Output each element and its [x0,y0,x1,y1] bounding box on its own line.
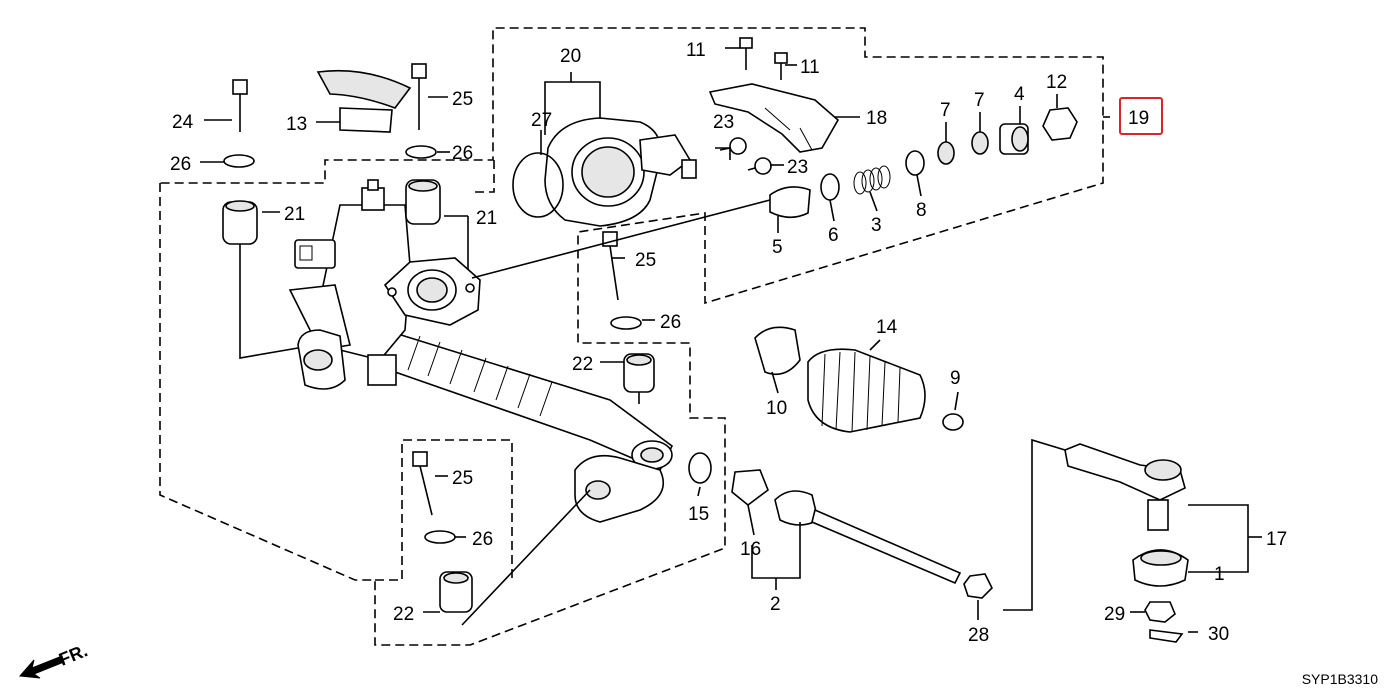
part-20-valve-housing [544,117,697,227]
part-6-o-ring [820,173,840,201]
label-12: 12 [1046,72,1067,93]
label-13: 13 [286,114,307,135]
label-19-highlight-box [1119,97,1163,135]
label-23-a: 23 [713,112,734,133]
label-22-b: 22 [393,604,414,625]
part-25-bolt-c [412,451,433,516]
part-10-boot-band [754,326,801,376]
label-7-a: 7 [940,100,951,121]
part-16-lock-washer [731,469,769,507]
label-4: 4 [1014,84,1025,105]
label-29: 29 [1104,604,1125,625]
label-28: 28 [968,625,989,646]
part-26-washer-a [223,154,255,168]
label-16: 16 [740,539,761,560]
part-7-seal-a [937,141,955,165]
part-12-lock-nut [1042,107,1078,141]
part-29-castle-nut [1144,601,1176,623]
front-direction-arrow-icon: FR. [18,640,90,679]
part-30-cotter-pin [1149,629,1184,643]
label-26-d: 26 [472,529,493,550]
part-28-nut [963,573,993,599]
diagram-reference-code: SYP1B3310 [1301,671,1378,687]
label-24: 24 [172,112,194,133]
part-21-bushing-b [405,179,441,225]
label-26-b: 26 [452,143,473,164]
part-7-seal-b [971,131,989,155]
label-15: 15 [688,504,709,525]
part-15-ring [688,452,712,484]
front-label: FR. [56,640,90,669]
part-4-screw-adjuster [999,123,1029,155]
label-5: 5 [772,237,783,258]
label-30: 30 [1208,624,1229,645]
part-26-washer-d [424,530,456,544]
label-26-c: 26 [660,312,681,333]
part-3-spring [853,165,891,195]
label-18: 18 [866,108,887,129]
part-1-dust-seal [1132,549,1189,587]
part-9-clip [942,413,964,431]
part-26-washer-c [610,316,642,330]
part-13-grommet [316,69,412,133]
label-19: 19 [1128,108,1149,129]
label-14: 14 [876,317,898,338]
label-23-b: 23 [787,157,808,178]
part-5-rack-guide [769,186,811,219]
label-11-b: 11 [800,57,820,78]
label-21-b: 21 [476,208,497,229]
part-18-bracket [708,83,840,153]
label-3: 3 [871,215,882,236]
label-6: 6 [828,225,839,246]
label-9: 9 [950,368,961,389]
label-22-a: 22 [572,354,593,375]
label-11-a: 11 [686,40,706,61]
label-1: 1 [1214,564,1225,585]
part-11-bolts [739,37,788,80]
part-25-bolt-a [411,63,427,130]
assembly-boundary-lines [159,27,1104,646]
steering-gearbox-housing [288,179,674,523]
part-23-bolts [719,137,772,175]
part-17-tie-rod-end [1064,443,1186,531]
part-24-bolt [232,79,248,132]
label-25-c: 25 [452,468,473,489]
label-10: 10 [766,398,787,419]
label-26-a: 26 [170,154,191,175]
part-27-o-ring [512,152,564,218]
label-25-a: 25 [452,89,473,110]
label-7-b: 7 [974,90,985,111]
label-20: 20 [560,46,581,67]
part-labels: 24 26 21 13 25 26 21 20 27 11 11 18 23 2… [170,40,1287,646]
label-2: 2 [770,594,781,615]
part-8-washer [905,150,925,176]
part-22-bushing-b [439,571,473,613]
part-22-bushing-a [623,353,655,393]
leader-lines [200,47,1262,633]
label-25-b: 25 [635,250,656,271]
label-17: 17 [1266,529,1287,550]
label-21-a: 21 [284,204,305,225]
part-26-washer-b [405,145,437,159]
part-14-rack-boot [807,348,926,433]
label-27: 27 [531,110,552,131]
part-21-bushing-a [222,200,258,245]
part-2-tie-rod [774,490,962,585]
label-8: 8 [916,200,927,221]
